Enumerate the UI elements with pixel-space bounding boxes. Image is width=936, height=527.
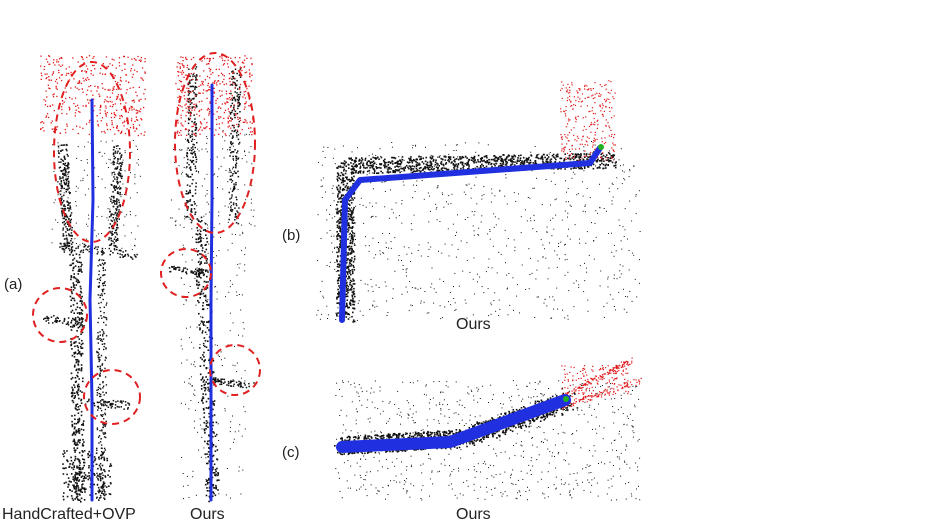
trajectory-c	[336, 394, 571, 453]
highlight-ellipse-a-left-top	[53, 61, 131, 243]
trajectory-a-right	[209, 83, 214, 502]
highlight-ellipses	[32, 52, 261, 425]
trajectory-a-left	[88, 98, 95, 502]
highlight-ellipse-a-right-mid	[160, 248, 212, 298]
caption-ours-c: Ours	[456, 506, 491, 523]
panel-label-b: (b)	[282, 227, 301, 244]
pose-marker-c	[563, 396, 569, 402]
panel-label-c: (c)	[282, 444, 300, 461]
caption-handcrafted-ovp: HandCrafted+OVP	[2, 506, 136, 523]
highlight-ellipse-a-right-bottom	[209, 344, 261, 396]
pose-marker-b	[598, 144, 604, 150]
highlight-ellipse-a-left-bottom	[83, 369, 141, 425]
caption-ours-b: Ours	[456, 316, 491, 333]
highlight-ellipse-a-left-mid	[32, 287, 88, 343]
highlight-ellipse-a-right-top	[174, 52, 256, 234]
caption-ours-a: Ours	[190, 506, 225, 523]
trajectories	[88, 83, 604, 502]
trajectory-b	[339, 145, 603, 323]
panel-label-a: (a)	[4, 276, 23, 293]
